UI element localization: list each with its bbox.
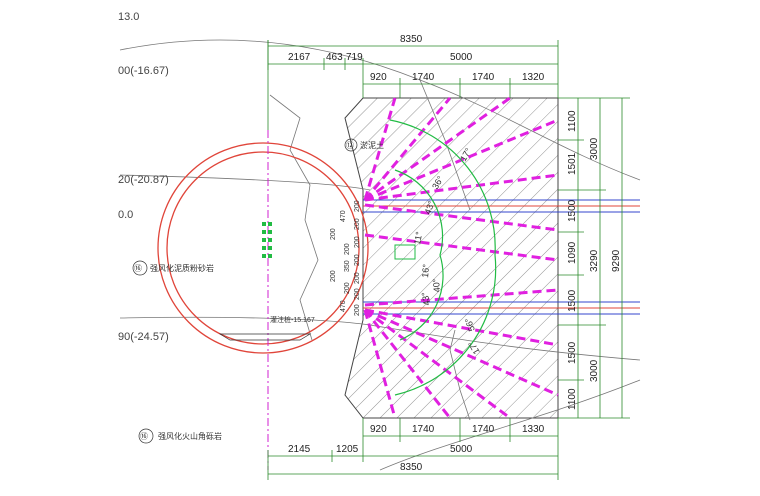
dim-label: 1100: [567, 110, 578, 132]
bottom-dim-text: 920 1740 1740 1330 2145 1205 5000 8350: [288, 424, 545, 473]
dim-label: 5000: [450, 444, 473, 455]
dim-label: 1100: [567, 388, 578, 410]
top-dimensions: [267, 40, 559, 98]
dim-label: 3000: [589, 359, 600, 382]
spacing-label: 200: [354, 218, 361, 230]
dim-label: 3290: [589, 249, 600, 272]
spacing-labels: 470 200 200 200 200 200 200 350 200 200 …: [330, 200, 361, 316]
dim-label: 1740: [472, 424, 495, 435]
spacing-label: 200: [354, 288, 361, 300]
level-label: 20(-20.87): [118, 174, 169, 186]
spacing-label: 200: [354, 254, 361, 266]
dim-label: 1090: [567, 241, 578, 264]
level-label: 13.0: [118, 11, 139, 23]
dim-label: 3000: [589, 137, 600, 160]
top-dim-text: 8350 2167 463 719 5000 920 1740 1740 132…: [288, 34, 545, 83]
layer-marker: ⑫: [346, 141, 354, 150]
spacing-label: 470: [340, 210, 347, 222]
dim-label: 1330: [522, 424, 545, 435]
spacing-label: 470: [340, 300, 347, 312]
layer-note: 强风化泥质粉砂岩: [150, 263, 214, 273]
tunnel-outline: [157, 142, 369, 354]
spacing-label: 200: [344, 282, 351, 294]
dim-label: 1501: [567, 152, 578, 175]
angle-label: 16°: [420, 263, 431, 278]
bottom-dimensions: [267, 418, 559, 480]
angle-label: 43°: [422, 199, 436, 216]
dim-label: 1500: [567, 341, 578, 364]
bolt-fan: [363, 96, 559, 420]
level-labels: 13.0 00(-16.67) 20(-20.87) 0.0 90(-24.57…: [118, 11, 169, 343]
dim-label: 9290: [611, 249, 622, 272]
dim-label: 1205: [336, 444, 359, 455]
angle-arcs: [389, 119, 497, 396]
level-label: 90(-24.57): [118, 331, 169, 343]
level-label: 0.0: [118, 209, 133, 221]
dim-label: 1320: [522, 72, 545, 83]
spacing-label: 200: [354, 200, 361, 212]
band-lines: [363, 199, 640, 315]
dim-label: 1740: [472, 72, 495, 83]
spacing-label: 200: [354, 236, 361, 248]
spacing-label: 200: [330, 228, 337, 240]
layer-note: 淤泥土: [360, 140, 384, 150]
angle-label: 11°: [412, 230, 424, 245]
layer-notes: ⑫ 淤泥土 ⑯ 强风化泥质粉砂岩 ⑯ 强风化火山角砾岩 灌注桩-15.167: [132, 138, 384, 444]
grout-block: [344, 97, 559, 419]
tunnel-marks: [262, 222, 272, 258]
spacing-label: 350: [344, 260, 351, 272]
angle-label: 56°: [463, 316, 477, 333]
spacing-label: 200: [354, 272, 361, 284]
dim-label: 463: [326, 52, 343, 63]
dim-label: 920: [370, 424, 387, 435]
dim-label: 8350: [400, 462, 423, 473]
spacing-label: 200: [330, 270, 337, 282]
angle-labels: 17° 36° 43° 11° 16° 40° 43° 56° 17°: [412, 146, 482, 356]
layer-note: 强风化火山角砾岩: [158, 431, 222, 441]
layer-marker: ⑯: [140, 432, 148, 441]
layer-marker: ⑯: [134, 264, 142, 273]
dim-label: 5000: [450, 52, 473, 63]
pile-label: 灌注桩-15.167: [270, 315, 315, 324]
dim-label: 2167: [288, 52, 311, 63]
angle-label: 40°: [431, 278, 442, 293]
right-dimensions: [558, 97, 630, 419]
dim-label: 1740: [412, 424, 435, 435]
angle-label: 43°: [420, 291, 432, 307]
dim-label: 1740: [412, 72, 435, 83]
dim-label: 1500: [567, 289, 578, 312]
spacing-label: 200: [354, 304, 361, 316]
dim-label: 8350: [400, 34, 423, 45]
spacing-label: 200: [344, 243, 351, 255]
dim-label: 2145: [288, 444, 311, 455]
dim-label: 719: [346, 52, 363, 63]
right-dim-text: 1100 1501 1500 1090 1500 1500 1100 3000 …: [567, 110, 622, 410]
level-label: 00(-16.67): [118, 65, 169, 77]
dim-label: 1500: [567, 199, 578, 222]
dim-label: 920: [370, 72, 387, 83]
